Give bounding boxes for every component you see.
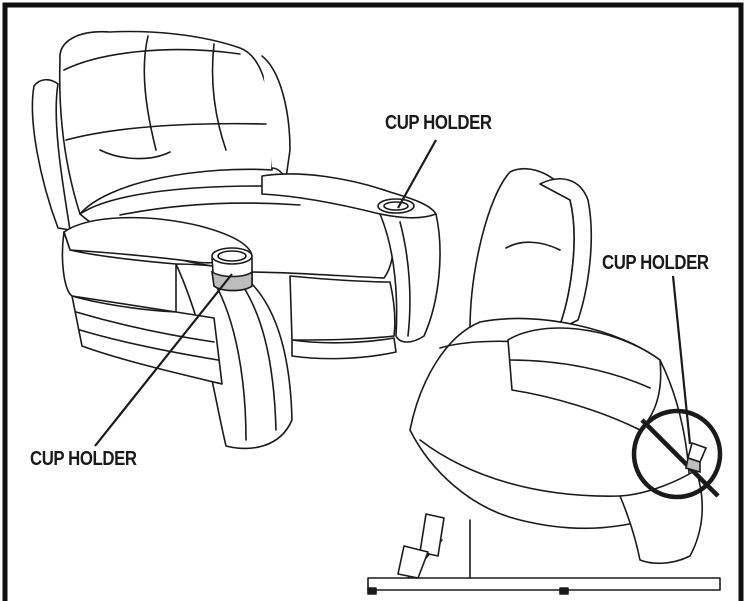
leader-line-top <box>397 139 437 209</box>
upright-recliner-chair <box>31 30 441 450</box>
magnifier-circle-icon <box>631 408 723 500</box>
cup-holder-label-left: CUP HOLDER <box>30 448 137 470</box>
cup-holder-icon-left <box>210 247 253 292</box>
cup-holder-label-right: CUP HOLDER <box>602 252 709 274</box>
leader-line-right <box>671 275 692 445</box>
tilted-lift-recliner-chair <box>367 167 721 595</box>
cup-holder-label-top: CUP HOLDER <box>385 112 492 134</box>
leader-line-left <box>94 273 233 447</box>
cup-holder-icon-top <box>377 198 415 214</box>
